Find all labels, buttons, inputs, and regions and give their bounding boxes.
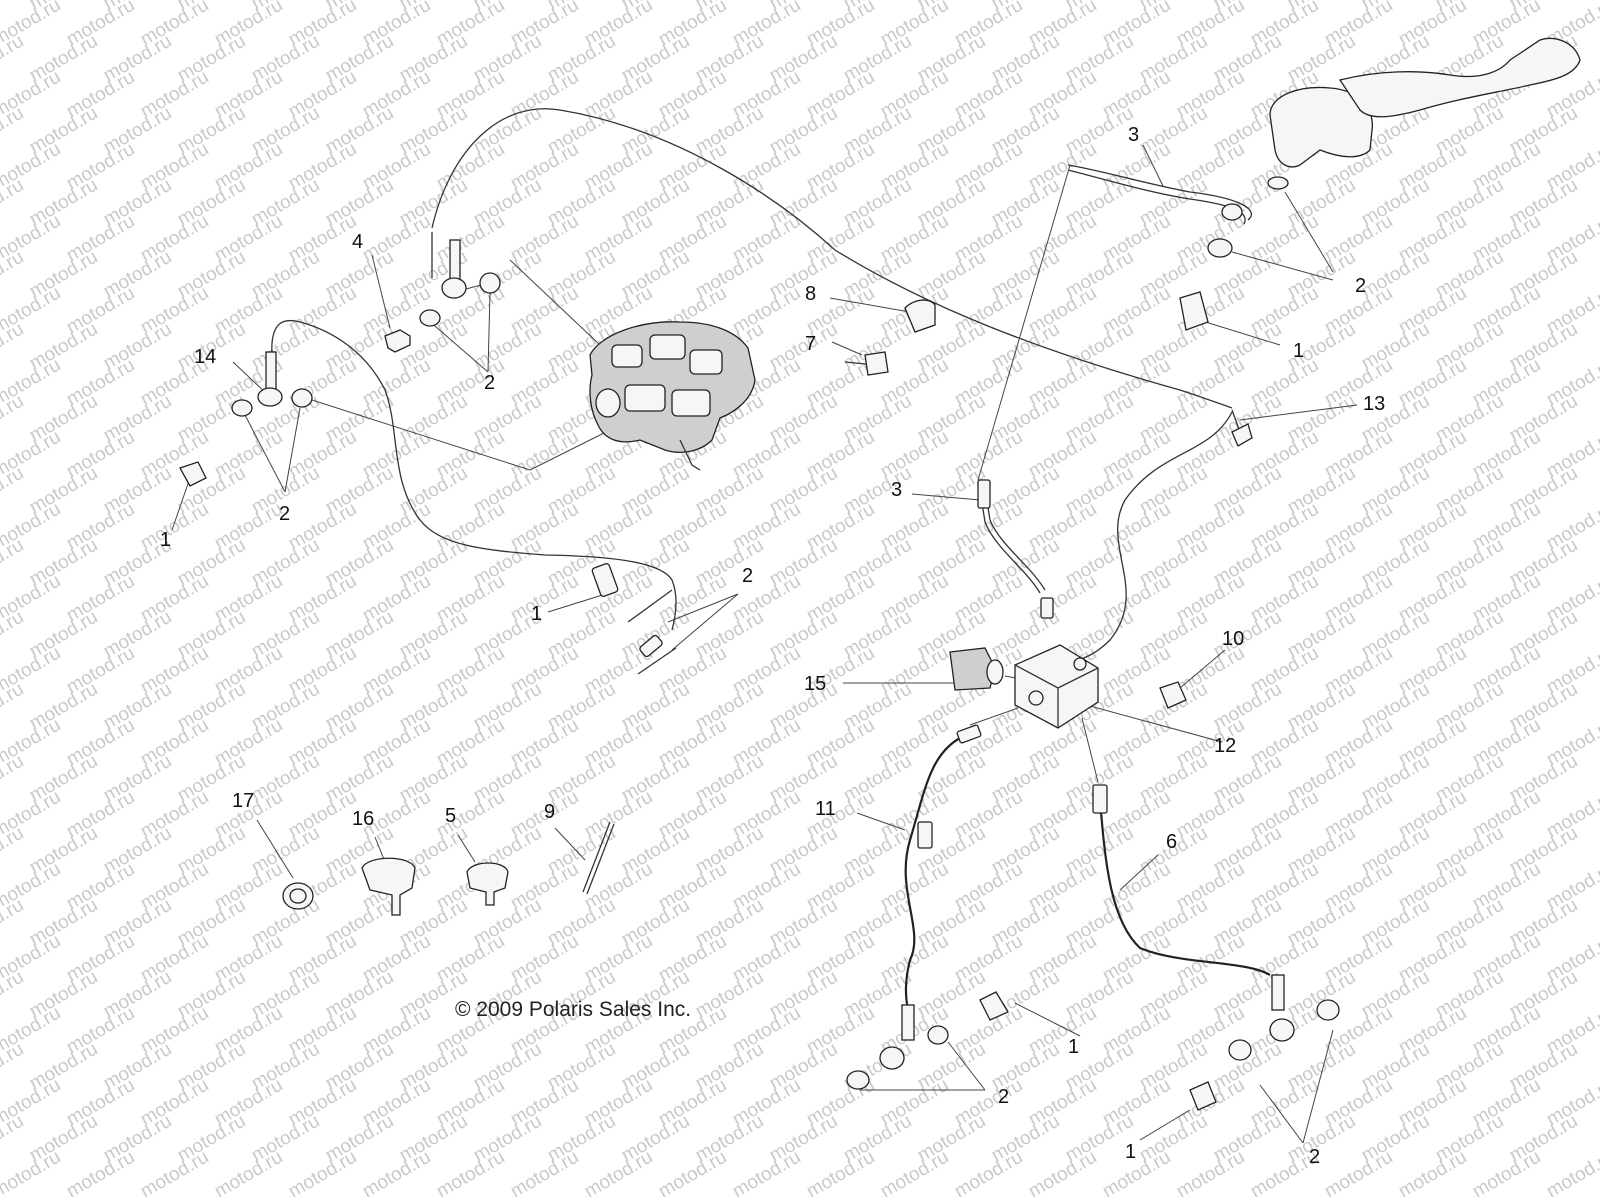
watermark-text: motod.ru (0, 175, 27, 231)
watermark-text: motod.ru (0, 751, 27, 807)
watermark-text: motod.ru (803, 1147, 878, 1200)
callout-12: 12 (1214, 735, 1236, 757)
part-small-items (282, 821, 615, 916)
callout-1-bottom-mid: 1 (1068, 1036, 1079, 1058)
part-caliper-assembly (589, 321, 756, 471)
part-master-cylinder (1267, 37, 1581, 190)
callout-8: 8 (805, 283, 816, 305)
watermark-text: motod.ru (0, 1039, 27, 1095)
leader-lines (171, 144, 1358, 1144)
watermark-text: motod.ru (0, 823, 27, 879)
callout-1-top-right: 1 (1293, 340, 1304, 362)
callout-14: 14 (194, 346, 216, 368)
brake-lines (271, 108, 1271, 1011)
callout-16: 16 (352, 808, 374, 830)
callout-2-caliper: 2 (484, 372, 495, 394)
watermark-text: motod.ru (581, 1147, 656, 1200)
watermark-text: motod.ru (359, 1147, 434, 1200)
watermark-text: motod.ru (1469, 1147, 1544, 1200)
watermark-text: motod.ru (0, 103, 27, 159)
watermark-text: motod.ru (729, 1147, 804, 1200)
watermark-text: motod.ru (0, 679, 27, 735)
callout-2-left: 2 (279, 503, 290, 525)
watermark-text: motod.ru (285, 1147, 360, 1200)
callout-2-top-right: 2 (1355, 275, 1366, 297)
watermark-text: motod.ru (655, 1147, 730, 1200)
watermark-text: motod.ru (0, 607, 27, 663)
callout-13: 13 (1363, 393, 1385, 415)
callout-10: 10 (1222, 628, 1244, 650)
callout-11: 11 (815, 798, 836, 820)
watermark-text: motod.ru (877, 1147, 952, 1200)
callout-3-mid: 3 (891, 479, 902, 501)
watermark-text: motod.ru (1025, 1147, 1100, 1200)
watermark-text: motod.ru (0, 463, 27, 519)
watermark-text: motod.ru (0, 967, 27, 1023)
watermark-text: motod.ru (1099, 1147, 1174, 1200)
callout-2-bottom-left: 2 (998, 1086, 1009, 1108)
callout-15: 15 (804, 673, 826, 695)
callout-17: 17 (232, 790, 254, 812)
callout-4: 4 (352, 231, 363, 253)
watermark-text: motod.ru (0, 1111, 27, 1167)
watermark-text: motod.ru (507, 1147, 582, 1200)
watermark-text: motod.ru (0, 535, 27, 591)
callout-1-mid: 1 (531, 603, 542, 625)
callout-2-bottom-right: 2 (1309, 1146, 1320, 1168)
watermark-text: motod.ru (0, 247, 27, 303)
part-fittings (179, 203, 1340, 1111)
watermark-text: motod.ru (1321, 1147, 1396, 1200)
callout-1-left: 1 (160, 529, 171, 551)
watermark-text: motod.ru (1395, 1147, 1470, 1200)
watermark-text: motod.ru (211, 1147, 286, 1200)
callout-1-bottom-right: 1 (1125, 1141, 1136, 1163)
watermark-text: motod.ru (0, 31, 27, 87)
watermark-text: motod.ru (63, 1147, 138, 1200)
watermark-text: motod.ru (137, 1147, 212, 1200)
watermark-text: motod.ru (1543, 1147, 1600, 1200)
watermark-text: motod.ru (1173, 1147, 1248, 1200)
callout-2-mid: 2 (742, 565, 753, 587)
callout-6: 6 (1166, 831, 1177, 853)
callout-7: 7 (805, 333, 816, 355)
watermark-text: motod.ru (0, 319, 27, 375)
callout-9: 9 (544, 801, 555, 823)
callout-3-top: 3 (1128, 124, 1139, 146)
watermark-text: motod.ru (0, 895, 27, 951)
watermark-text: motod.ru (0, 391, 27, 447)
copyright-notice: © 2009 Polaris Sales Inc. (455, 998, 692, 1021)
callout-labels: 3 2 1 13 8 7 4 2 14 2 1 3 2 1 10 15 12 1… (160, 124, 1385, 1168)
callout-5: 5 (445, 805, 456, 827)
watermark-text: motod.ru (433, 1147, 508, 1200)
watermark-text: motod.ru (951, 1147, 1026, 1200)
